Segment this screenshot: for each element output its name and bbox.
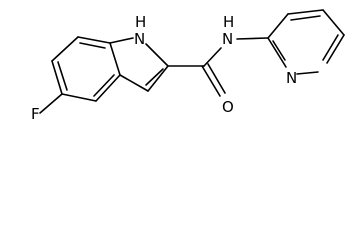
bond-pn-pc2 [267, 37, 287, 68]
bond-c6-c7 [51, 36, 79, 62]
bond-n-pyridine [236, 37, 269, 40]
double-bond-c3a-c4 [93, 74, 115, 97]
bond-c3-c3a [119, 74, 149, 92]
chemical-structure: F H N H N O N [31, 9, 345, 122]
bond-c5-c6 [51, 60, 63, 95]
pyridine-ring [267, 9, 345, 75]
bond-c7-c7a [77, 36, 111, 44]
double-bond-carbonyl-o [207, 63, 226, 94]
bond-c5-f [39, 93, 63, 114]
carboxamide-group [167, 47, 226, 97]
bond-pc6-pn [296, 71, 319, 75]
double-bond-c2-c3 [145, 68, 164, 86]
bond-c4-c5 [61, 93, 97, 102]
bond-c2-c3 [147, 65, 169, 92]
bond-pc2-pc3 [267, 13, 289, 39]
bond-n1-c2 [145, 43, 169, 67]
pyrrole-ring [109, 37, 169, 92]
bond-pc3-pc4 [287, 9, 324, 15]
bond-carbonyl-o [201, 65, 221, 97]
bond-c3a-c4 [95, 74, 121, 102]
bond-pc5-pc6 [326, 34, 345, 64]
fluorine-label: F [31, 105, 40, 122]
bond-c7a-n1 [109, 37, 134, 44]
double-bond-pc3-pc4 [290, 15, 321, 21]
pyridine-n-label: N [286, 69, 297, 87]
bond-pc4-pc5 [322, 9, 345, 36]
bond-carbonyl-n [203, 47, 222, 67]
indole-n-label: N [134, 30, 145, 48]
indole-nh-label: H [135, 13, 146, 31]
double-bond-pc5-pc6 [322, 34, 339, 61]
amide-n-label: N [222, 30, 233, 48]
carbonyl-o-label: O [222, 98, 234, 116]
double-bond-pn-pc2 [272, 40, 286, 61]
double-bond-c7-c7a [79, 42, 106, 49]
benzene-ring [51, 36, 121, 102]
amide-nh-label: H [223, 13, 234, 31]
double-bond-c5-c6 [57, 61, 68, 91]
bond-c7a-c3a [109, 42, 121, 76]
